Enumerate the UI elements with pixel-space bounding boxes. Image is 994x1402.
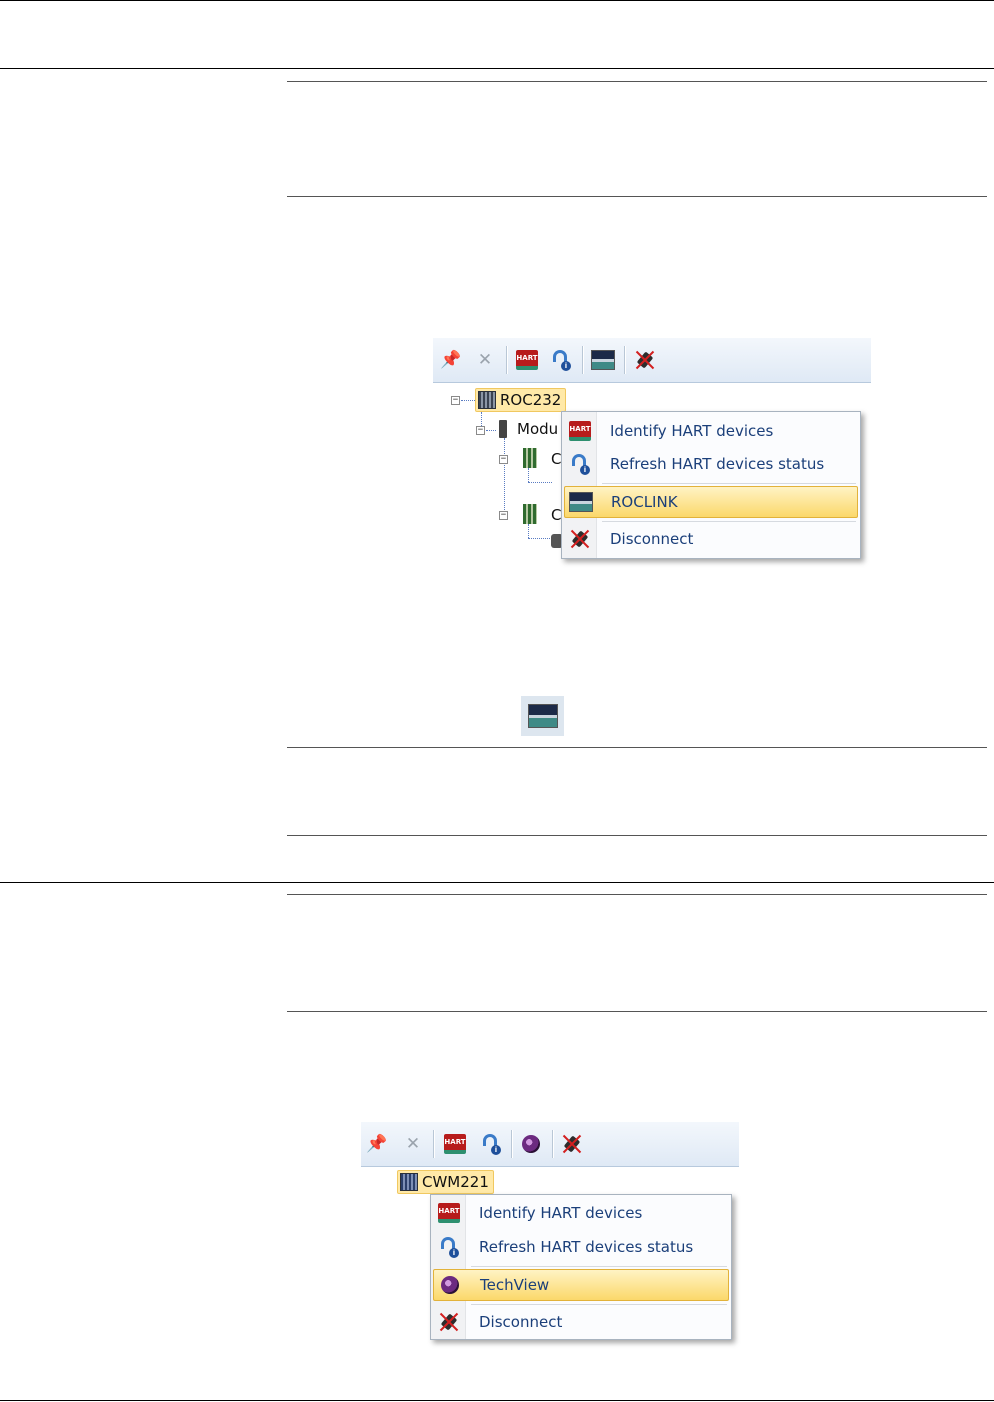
note-rule-top (287, 747, 987, 748)
toolbar-separator (511, 1130, 512, 1158)
menu-item-label: TechView (480, 1276, 550, 1294)
toolbar-separator (552, 1130, 553, 1158)
menu-separator (471, 1304, 727, 1305)
section-rule (0, 68, 994, 69)
context-menu: HART Identify HART devices i Refresh HAR… (430, 1194, 732, 1340)
tree-connector (481, 412, 482, 430)
roclink-icon (569, 492, 593, 512)
techview-icon[interactable] (519, 1132, 543, 1156)
tree-node-label[interactable]: Modu (517, 420, 559, 438)
disconnect-icon (569, 528, 591, 550)
menu-item-label: ROCLINK (611, 493, 678, 511)
tree-connector (504, 438, 505, 518)
note-rule-bottom (287, 1011, 987, 1012)
tree-connector (461, 400, 475, 401)
menu-item-label: Disconnect (610, 530, 694, 548)
tree-connector (528, 524, 529, 538)
tree-node-label[interactable]: C (551, 450, 562, 468)
tree-connector (528, 468, 529, 482)
page-header-rule (0, 0, 994, 1)
pin-icon[interactable]: 📌 (366, 1133, 388, 1154)
device-icon (551, 534, 563, 548)
menu-item-refresh-status[interactable]: i Refresh HART devices status (564, 448, 858, 480)
toolbar-separator (433, 1130, 434, 1158)
roc232-screenshot: 📌 ✕ HART i − ROC232 − Modu − C − C HART … (433, 338, 871, 568)
card-icon (523, 448, 537, 468)
roclink-icon (521, 696, 564, 736)
menu-item-identify-hart[interactable]: HART Identify HART devices (433, 1197, 729, 1229)
disconnect-icon (438, 1311, 460, 1333)
menu-item-refresh-status[interactable]: i Refresh HART devices status (433, 1231, 729, 1263)
hart-icon: HART (438, 1203, 460, 1223)
disconnect-icon[interactable] (560, 1132, 584, 1156)
collapse-icon[interactable]: − (499, 454, 508, 464)
pin-icon[interactable]: 📌 (440, 349, 462, 370)
note-rule-top (287, 894, 987, 895)
roclink-icon[interactable] (591, 348, 615, 372)
collapse-icon[interactable]: − (499, 510, 508, 520)
menu-item-label: Refresh HART devices status (610, 455, 825, 473)
collapse-icon[interactable]: − (476, 425, 485, 435)
tree-node-cwm221[interactable]: CWM221 (397, 1170, 494, 1194)
tree-node-label: ROC232 (500, 391, 562, 409)
toolbar-separator (582, 346, 583, 374)
tree-node-label: CWM221 (422, 1173, 489, 1191)
section-rule (0, 882, 994, 883)
tree-node-roc232[interactable]: ROC232 (475, 388, 567, 412)
tree-connector (486, 430, 496, 431)
toolbar-separator (624, 346, 625, 374)
module-icon (499, 420, 507, 438)
note-rule-bottom (287, 835, 987, 836)
menu-separator (602, 483, 856, 484)
menu-separator (602, 521, 856, 522)
rack-icon (478, 391, 496, 409)
menu-item-techview[interactable]: TechView (433, 1269, 729, 1301)
disconnect-icon[interactable] (633, 348, 657, 372)
techview-icon (441, 1276, 459, 1294)
menu-item-roclink[interactable]: ROCLINK (564, 486, 858, 518)
refresh-status-icon[interactable]: i (549, 348, 573, 372)
menu-item-identify-hart[interactable]: HART Identify HART devices (564, 415, 858, 447)
menu-item-label: Refresh HART devices status (479, 1238, 694, 1256)
menu-item-disconnect[interactable]: Disconnect (433, 1306, 729, 1338)
unpin-icon[interactable]: ✕ (477, 349, 493, 370)
unpin-icon[interactable]: ✕ (405, 1133, 421, 1154)
collapse-icon[interactable]: − (451, 395, 460, 405)
menu-item-label: Identify HART devices (479, 1204, 643, 1222)
context-menu: HART Identify HART devices i Refresh HAR… (561, 411, 861, 559)
note-rule-top (287, 81, 987, 82)
device-toolbar: 📌 ✕ HART i (361, 1122, 739, 1167)
rack-icon (400, 1173, 418, 1191)
tree-connector (528, 538, 552, 539)
menu-item-disconnect[interactable]: Disconnect (564, 523, 858, 555)
cwm221-screenshot: 📌 ✕ HART i CWM221 HART Identify HART dev… (361, 1122, 741, 1354)
device-toolbar: 📌 ✕ HART i (433, 338, 871, 383)
menu-item-label: Disconnect (479, 1313, 563, 1331)
hart-icon[interactable]: HART (443, 1132, 467, 1156)
menu-item-label: Identify HART devices (610, 422, 774, 440)
refresh-status-icon: i (570, 453, 590, 475)
note-rule-bottom (287, 196, 987, 197)
tree-node-label[interactable]: C (551, 506, 562, 524)
refresh-status-icon: i (439, 1236, 459, 1258)
hart-icon: HART (569, 421, 591, 441)
hart-icon[interactable]: HART (515, 348, 539, 372)
card-icon (523, 504, 537, 524)
page-footer-rule (0, 1400, 994, 1401)
refresh-status-icon[interactable]: i (479, 1132, 503, 1156)
tree-connector (528, 482, 552, 483)
menu-separator (471, 1266, 727, 1267)
toolbar-separator (506, 346, 507, 374)
